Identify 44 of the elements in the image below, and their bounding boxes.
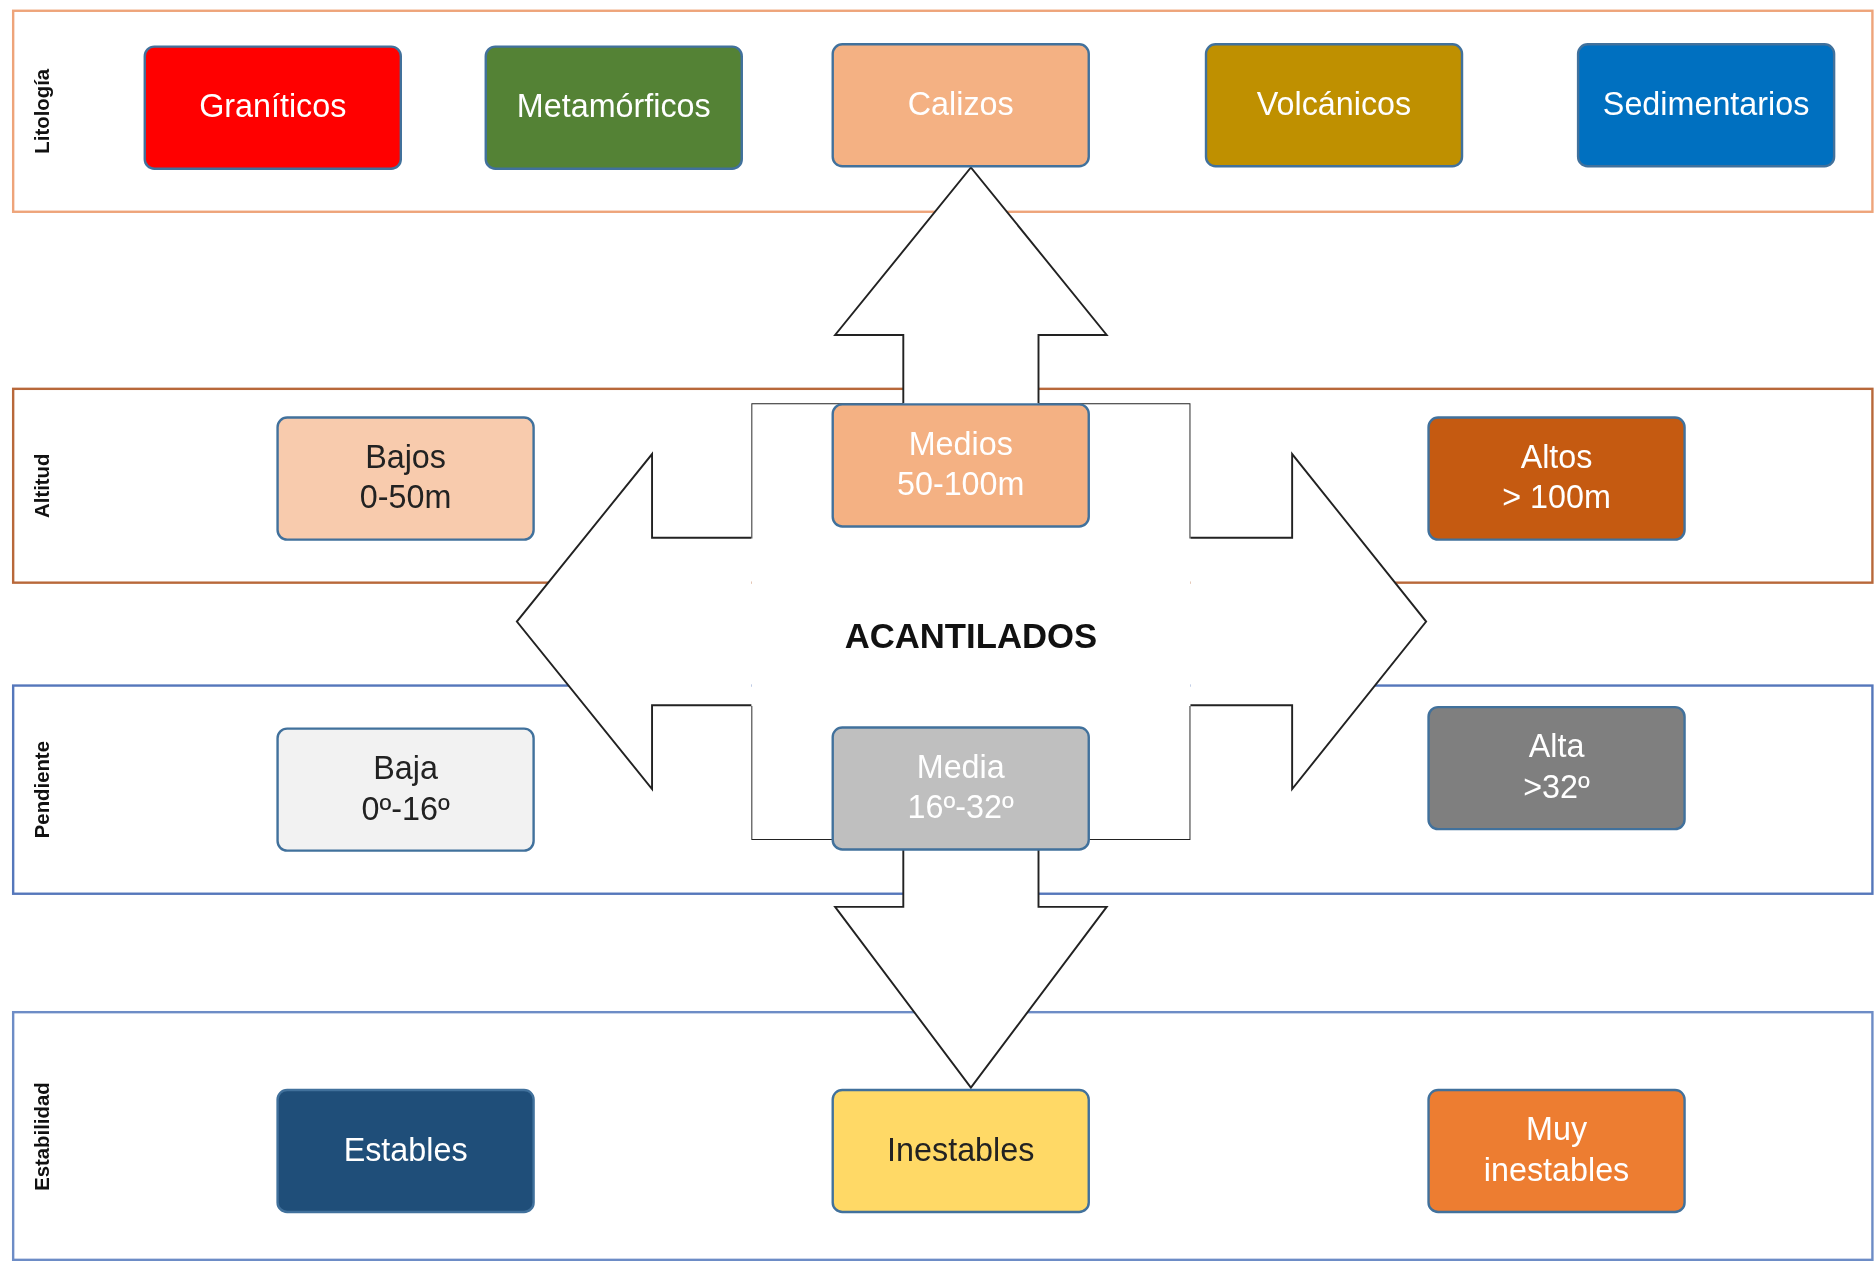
center-title: ACANTILADOS [844, 616, 1098, 657]
box-label: Sedimentarios [1602, 85, 1810, 125]
box-label: Medios [908, 425, 1013, 465]
block-arrow [1189, 451, 1428, 792]
box-label: Volcánicos [1256, 85, 1412, 125]
category-box [276, 1088, 535, 1214]
category-box [1427, 705, 1686, 831]
category-band [11, 1011, 1874, 1261]
category-box [1204, 43, 1464, 168]
box-label: 50-100m [896, 465, 1025, 505]
box-label: Calizos [907, 85, 1014, 125]
category-box [831, 43, 1090, 168]
box-label: 0-50m [359, 478, 452, 518]
box-label: >32º [1523, 768, 1590, 808]
category-box [831, 403, 1090, 528]
category-box [1427, 416, 1686, 541]
box-label: inestables [1483, 1151, 1630, 1191]
box-label: Estables [343, 1130, 468, 1170]
box-label: Graníticos [199, 87, 347, 127]
category-box [831, 1088, 1090, 1214]
box-label: Muy [1526, 1110, 1588, 1150]
box-label: Bajos [365, 438, 446, 478]
category-box [1427, 1088, 1686, 1214]
box-label: Media [916, 748, 1005, 788]
category-box [143, 45, 402, 170]
block-arrow [833, 166, 1109, 405]
category-box [484, 45, 743, 170]
block-arrow [515, 451, 753, 792]
box-label: Metamórficos [516, 87, 711, 127]
box-label: Altos [1520, 438, 1593, 478]
box-label: 0º-16º [361, 789, 450, 829]
box-label: 16º-32º [907, 788, 1014, 828]
box-label: Alta [1528, 727, 1585, 767]
band-title: Litología [31, 68, 55, 154]
band-title: Estabilidad [31, 1081, 55, 1191]
box-label: > 100m [1502, 478, 1611, 518]
box-label: Baja [373, 749, 438, 789]
category-band [11, 9, 1874, 213]
band-title: Pendiente [31, 741, 55, 839]
box-label: Inestables [887, 1130, 1035, 1170]
category-box [1576, 43, 1836, 168]
category-box [276, 727, 535, 852]
band-title: Altitud [31, 453, 55, 518]
category-box [276, 416, 535, 541]
